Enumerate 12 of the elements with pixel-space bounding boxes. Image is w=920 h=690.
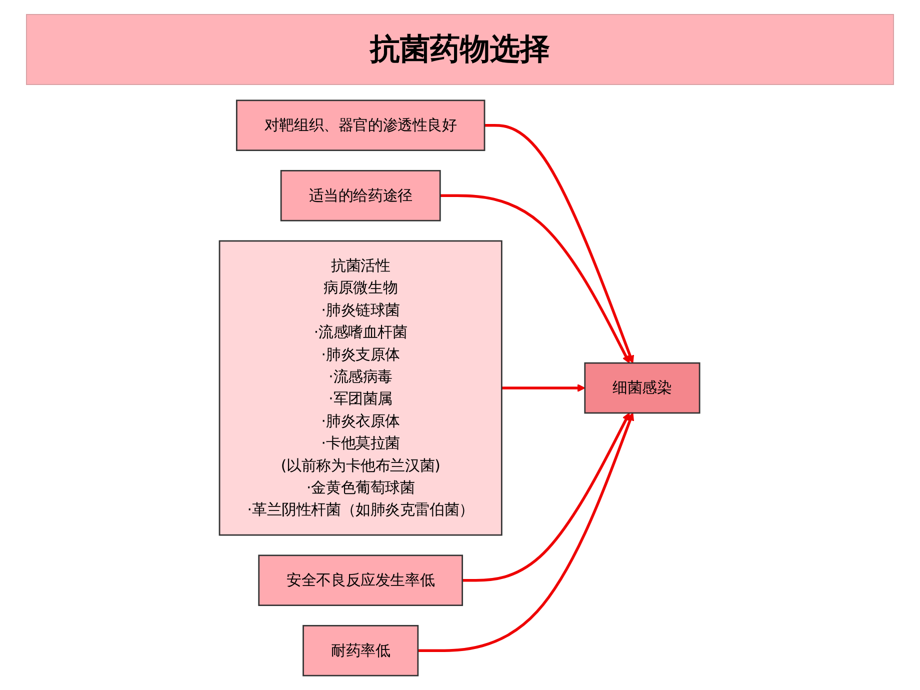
node-box: 耐药率低 — [303, 624, 420, 676]
arrow — [484, 124, 634, 364]
title-banner: 抗菌药物选择 — [26, 14, 894, 85]
arrow — [440, 194, 630, 364]
arrow — [418, 412, 634, 652]
node-box: 细菌感染 — [584, 362, 701, 414]
node-box: 抗菌活性 病原微生物 ·肺炎链球菌 ·流感嗜血杆菌 ·肺炎支原体 ·流感病毒 ·军团菌属 ·肺炎衣原体 ·卡他莫拉菌 (以前称为卡他布兰汉菌) ·金黄色葡萄球菌 ·革兰阴性杆菌（如肺炎克雷伯菌） — [219, 240, 503, 536]
arrow — [502, 384, 586, 392]
node-box: 适当的给药途径 — [280, 170, 442, 222]
arrow — [462, 412, 630, 582]
node-box: 安全不良反应发生率低 — [258, 554, 464, 606]
node-box: 对靶组织、器官的渗透性良好 — [236, 100, 486, 152]
